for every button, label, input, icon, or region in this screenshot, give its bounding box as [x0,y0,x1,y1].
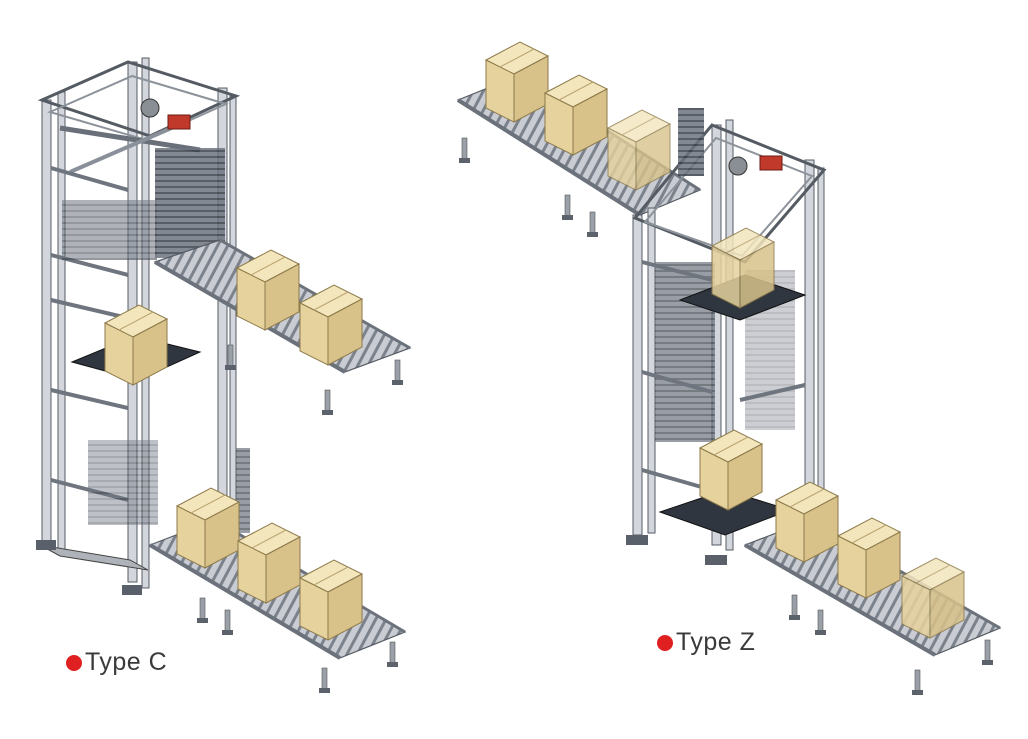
type-c-conveyor [36,57,412,694]
red-dot-icon [657,634,673,651]
caption-type-z-text: Type Z [676,628,756,656]
type-z-conveyor [456,41,1002,696]
caption-type-c-text: Type C [85,648,168,676]
caption-type-c: Type C [66,648,167,677]
caption-type-z: Type Z [657,628,755,657]
red-dot-icon [66,654,82,671]
